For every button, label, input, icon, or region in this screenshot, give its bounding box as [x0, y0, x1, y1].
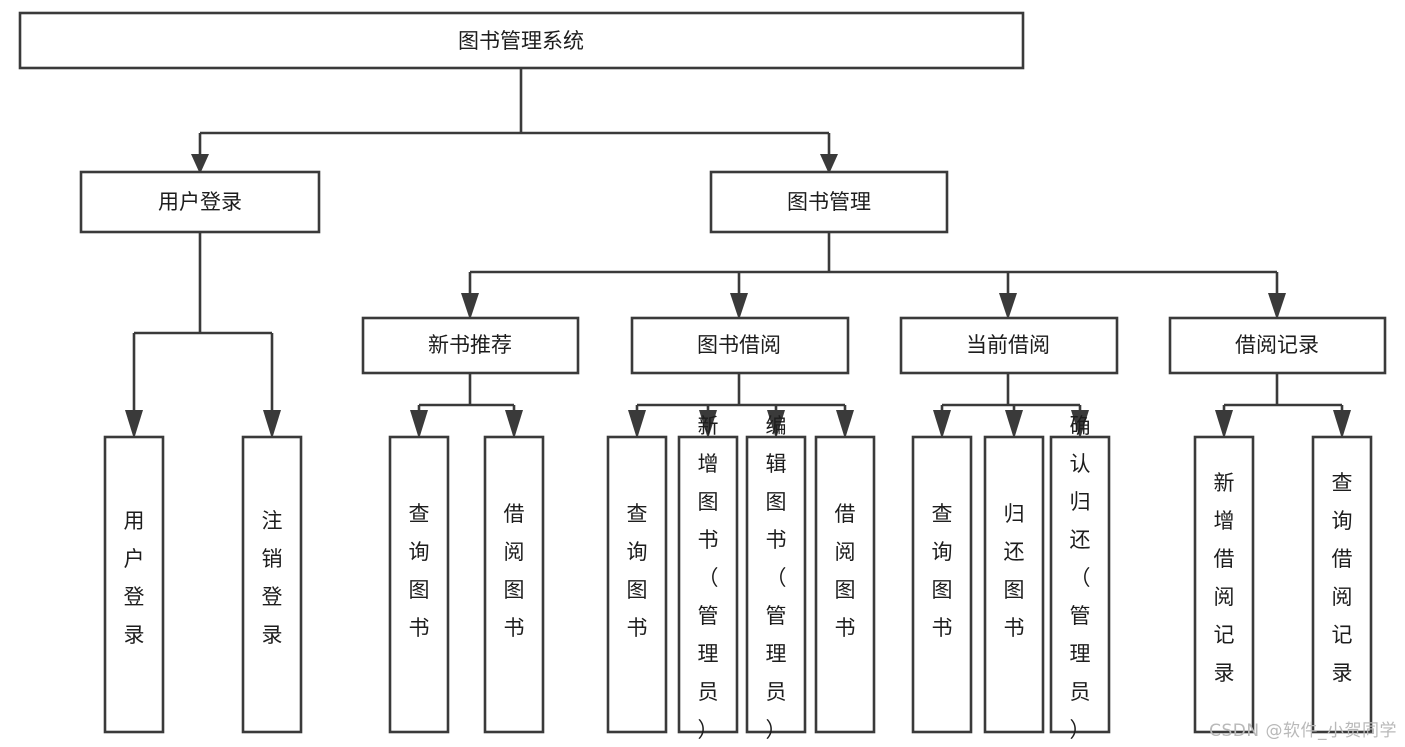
node-leaf-add-book-label: 新增图书（管理员） [698, 414, 719, 742]
node-leaf-query-book-rec-rect[interactable] [388, 435, 450, 734]
node-leaf-add-record[interactable]: 新增借阅记录 [1193, 435, 1255, 734]
node-leaf-user-login[interactable]: 用户登录 [103, 435, 165, 734]
node-leaf-query-book-borrow[interactable]: 查询图书 [606, 435, 668, 734]
node-book-borrow[interactable]: 图书借阅 [630, 316, 850, 375]
node-book-borrow-label: 图书借阅 [697, 333, 781, 357]
node-leaf-return-book-rect[interactable] [983, 435, 1045, 734]
arrow-head-leaf-add-record [1215, 410, 1233, 439]
node-leaf-return-book[interactable]: 归还图书 [983, 435, 1045, 734]
node-leaf-query-record-rect[interactable] [1311, 435, 1373, 734]
node-user-login-rect[interactable] [79, 170, 321, 234]
node-leaf-borrow-book-rec[interactable]: 借阅图书 [483, 435, 545, 734]
arrow-head-current-borrow [999, 293, 1017, 320]
node-leaf-add-record-rect[interactable] [1193, 435, 1255, 734]
node-leaf-confirm-return-rect[interactable] [1049, 435, 1111, 734]
node-leaf-borrow-book[interactable]: 借阅图书 [814, 435, 876, 734]
node-leaf-query-book-borrow-label: 查询图书 [627, 502, 648, 640]
arrow-head-leaf-add-book [699, 410, 717, 439]
node-root[interactable]: 图书管理系统 [18, 11, 1025, 70]
node-user-login-label: 用户登录 [158, 190, 242, 214]
node-book-management-label: 图书管理 [787, 190, 871, 214]
node-leaf-query-record-label: 查询借阅记录 [1332, 471, 1353, 685]
node-leaf-confirm-return-label: 确认归还（管理员） [1070, 414, 1091, 742]
node-current-borrow-rect[interactable] [899, 316, 1119, 375]
node-new-book-recommend-label: 新书推荐 [428, 333, 512, 357]
node-leaf-query-record[interactable]: 查询借阅记录 [1311, 435, 1373, 734]
arrow-head-leaf-user-login [125, 410, 143, 439]
node-borrow-records-label: 借阅记录 [1235, 333, 1319, 357]
node-leaf-logout-rect[interactable] [241, 435, 303, 734]
node-boxes: 图书管理系统 用户登录 图书管理 新书推荐 图书借阅 [18, 11, 1387, 742]
arrow-head-leaf-return-book [1005, 410, 1023, 439]
node-root-label: 图书管理系统 [458, 29, 584, 53]
node-book-management[interactable]: 图书管理 [709, 170, 949, 234]
arrow-head-leaf-borrow-book-rec [505, 410, 523, 439]
node-leaf-add-book-rect[interactable] [677, 435, 739, 734]
arrow-head-leaf-query-book-borrow [628, 410, 646, 439]
node-borrow-records[interactable]: 借阅记录 [1168, 316, 1387, 375]
arrow-head-leaf-query-record [1333, 410, 1351, 439]
node-new-book-recommend-rect[interactable] [361, 316, 580, 375]
node-leaf-add-record-label: 新增借阅记录 [1214, 471, 1235, 685]
node-leaf-confirm-return[interactable]: 确认归还（管理员） [1049, 414, 1111, 742]
node-leaf-query-book-cur-label: 查询图书 [932, 502, 953, 640]
node-leaf-borrow-book-label: 借阅图书 [835, 502, 856, 640]
arrow-head-book-borrow [730, 293, 748, 320]
node-leaf-query-book-cur[interactable]: 查询图书 [911, 435, 973, 734]
node-root-rect[interactable] [18, 11, 1025, 70]
node-leaf-edit-book-label: 编辑图书（管理员） [766, 414, 787, 742]
arrow-head-leaf-edit-book [767, 410, 785, 439]
node-book-management-rect[interactable] [709, 170, 949, 234]
arrow-head-book-mgmt [820, 154, 838, 174]
node-current-borrow-label: 当前借阅 [966, 333, 1050, 357]
node-leaf-add-book[interactable]: 新增图书（管理员） [677, 414, 739, 742]
arrow-head-user-login [191, 154, 209, 174]
arrow-head-leaf-logout [263, 410, 281, 439]
node-leaf-query-book-borrow-rect[interactable] [606, 435, 668, 734]
node-new-book-recommend[interactable]: 新书推荐 [361, 316, 580, 375]
node-leaf-logout[interactable]: 注销登录 [241, 435, 303, 734]
arrow-head-leaf-query-book-rec [410, 410, 428, 439]
node-leaf-edit-book[interactable]: 编辑图书（管理员） [745, 414, 807, 742]
node-leaf-borrow-book-rect[interactable] [814, 435, 876, 734]
node-current-borrow[interactable]: 当前借阅 [899, 316, 1119, 375]
node-borrow-records-rect[interactable] [1168, 316, 1387, 375]
node-leaf-query-book-cur-rect[interactable] [911, 435, 973, 734]
node-leaf-logout-label: 注销登录 [262, 509, 283, 647]
arrow-head-leaf-borrow-book [836, 410, 854, 439]
arrow-head-new-book-recommend [461, 293, 479, 320]
arrow-head-borrow-records [1268, 293, 1286, 320]
node-user-login[interactable]: 用户登录 [79, 170, 321, 234]
node-leaf-borrow-book-rec-label: 借阅图书 [504, 502, 525, 640]
node-leaf-query-book-rec-label: 查询图书 [409, 502, 430, 640]
csdn-watermark: CSDN @软件_小贺同学 [1209, 721, 1397, 741]
arrow-head-leaf-confirm-return [1071, 410, 1089, 439]
node-leaf-query-book-rec[interactable]: 查询图书 [388, 435, 450, 734]
connector-lines [125, 68, 1351, 439]
node-book-borrow-rect[interactable] [630, 316, 850, 375]
node-leaf-edit-book-rect[interactable] [745, 435, 807, 734]
node-leaf-user-login-label: 用户登录 [124, 509, 145, 647]
arrow-head-leaf-query-book-cur [933, 410, 951, 439]
node-leaf-user-login-rect[interactable] [103, 435, 165, 734]
node-leaf-return-book-label: 归还图书 [1004, 502, 1025, 640]
node-leaf-borrow-book-rec-rect[interactable] [483, 435, 545, 734]
